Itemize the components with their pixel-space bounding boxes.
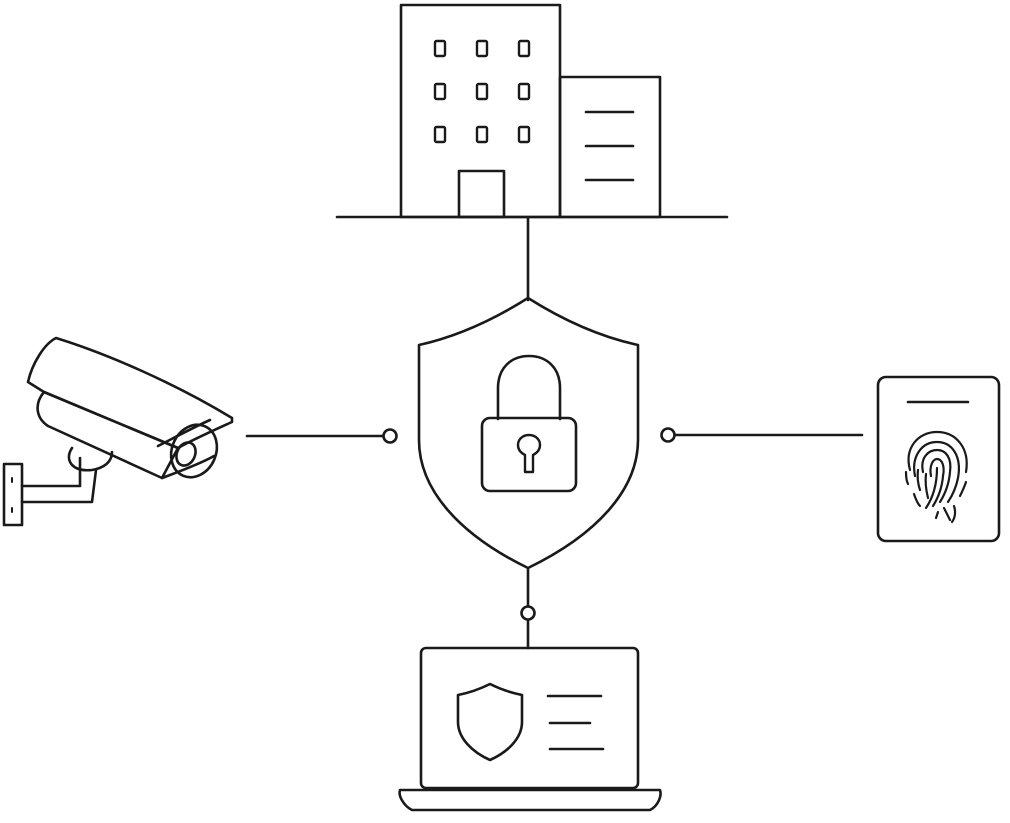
lock-body [480,416,578,493]
lock-shackle [496,354,562,421]
laptop-screen [419,646,640,790]
short-building [558,75,662,219]
laptop-base [398,788,662,812]
connector-laptop [520,566,536,650]
camera-mount-arm [20,456,98,504]
shield-lock-icon [417,296,640,570]
camera-lens-ring [169,423,219,479]
tall-building [399,3,562,219]
connector-node-camera [382,428,398,444]
office-building-icon [335,3,729,219]
camera-wall-plate [2,462,24,527]
connector-camera [245,428,398,444]
connector-node-fingerprint [660,427,676,443]
connector-fingerprint [660,427,864,443]
laptop-shield-icon [398,646,662,812]
camera-hood [26,336,234,450]
keyhole [516,433,542,474]
camera-swivel [67,446,114,472]
id-card-outline [876,375,1001,543]
screen-shield-icon [456,682,524,762]
fingerprint [904,430,968,524]
camera-lens-top [156,418,212,448]
security-camera-icon [2,336,234,527]
building-door [457,169,506,219]
camera-lens [175,441,197,467]
building-windows [433,39,531,144]
connector-node-laptop [520,605,536,621]
fingerprint-id-card-icon [876,375,1001,543]
camera-body [36,390,180,480]
shield-outline [417,296,640,570]
camera-lens-bottom [160,454,216,480]
